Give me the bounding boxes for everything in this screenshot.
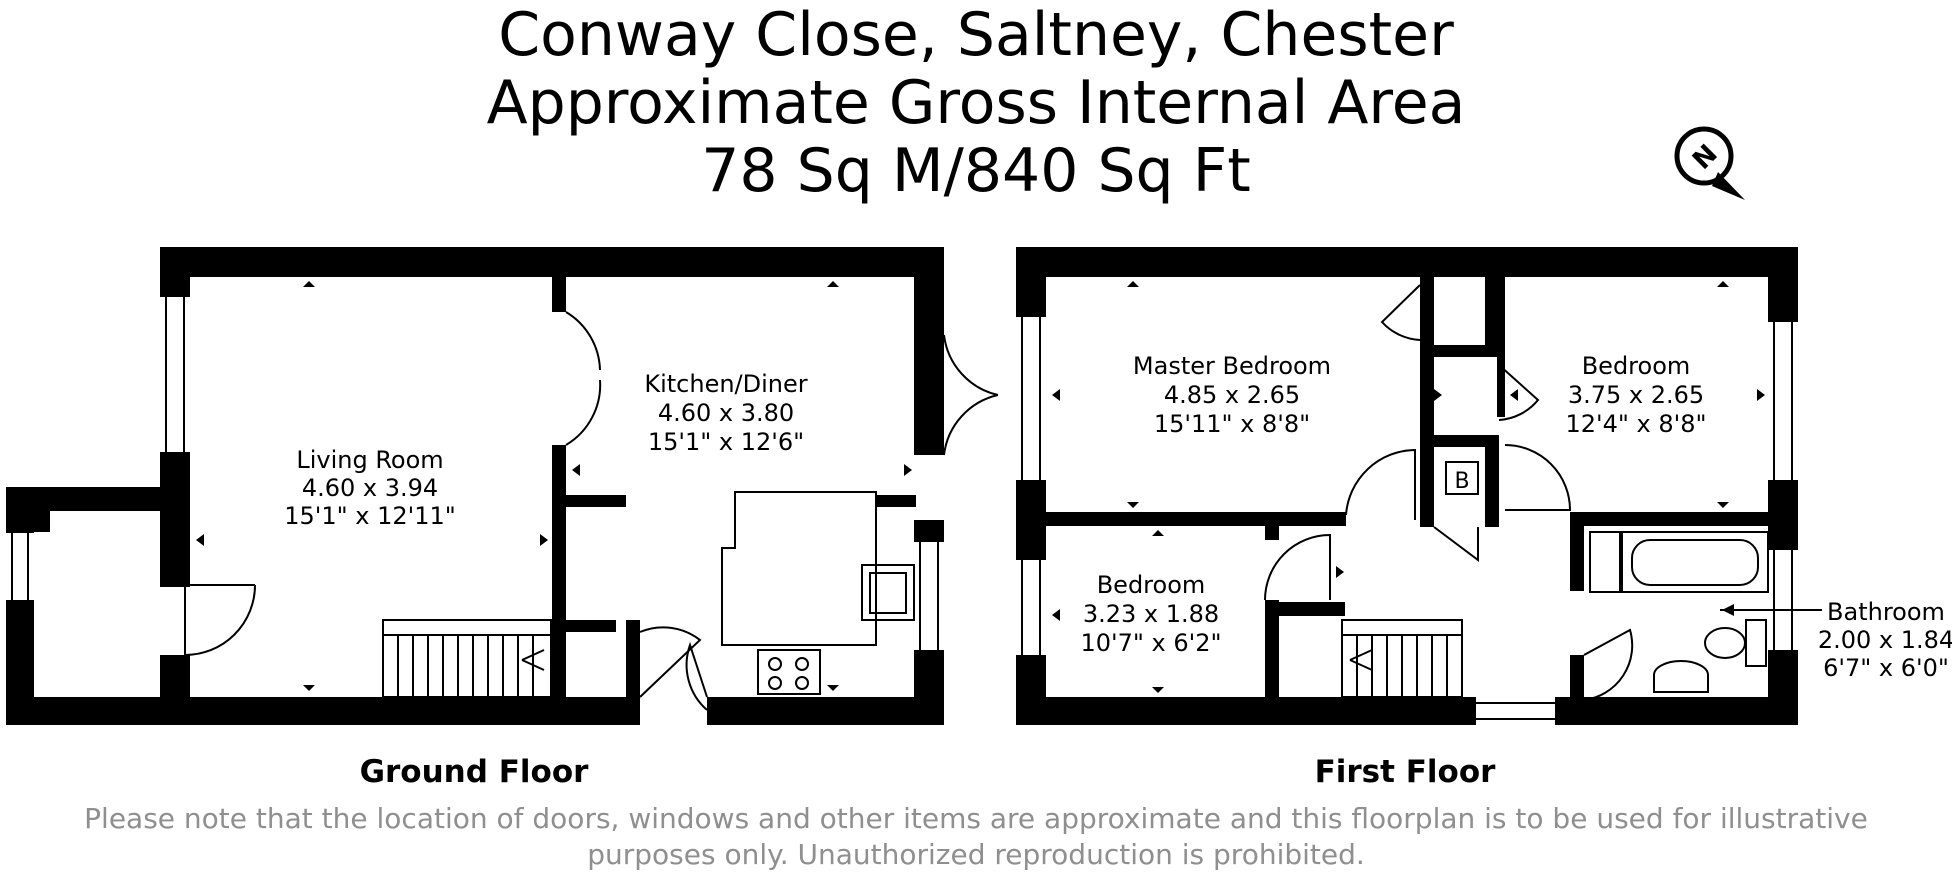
disclaimer-line-2: purposes only. Unauthorized reproduction… xyxy=(587,838,1365,871)
ground-floor-label: Ground Floor xyxy=(360,754,590,790)
disclaimer-line-1: Please note that the location of doors, … xyxy=(84,802,1868,835)
bathroom-name: Bathroom xyxy=(1827,598,1945,626)
area-label: Approximate Gross Internal Area xyxy=(486,68,1466,138)
ground-floor-plan: Living Room 4.60 x 3.94 15'1" x 12'11" K… xyxy=(6,247,999,790)
kitchen-metric: 4.60 x 3.80 xyxy=(658,399,794,427)
master-bedroom-metric: 4.85 x 2.65 xyxy=(1164,381,1300,409)
bedroom-3-metric: 3.23 x 1.88 xyxy=(1083,600,1219,628)
master-bedroom-name: Master Bedroom xyxy=(1133,352,1331,380)
compass-icon: N xyxy=(1674,126,1745,200)
bathroom-imperial: 6'7" x 6'0" xyxy=(1823,654,1949,682)
master-bedroom-imperial: 15'11" x 8'8" xyxy=(1154,410,1310,438)
living-room-imperial: 15'1" x 12'11" xyxy=(284,502,456,530)
boiler-label: B xyxy=(1454,469,1469,494)
property-address: Conway Close, Saltney, Chester xyxy=(498,0,1454,70)
kitchen-name: Kitchen/Diner xyxy=(644,370,807,398)
bedroom-3-name: Bedroom xyxy=(1097,571,1206,599)
first-floor-plan: B xyxy=(1016,247,1952,790)
living-room-metric: 4.60 x 3.94 xyxy=(302,474,438,502)
bedroom-3-imperial: 10'7" x 6'2" xyxy=(1080,629,1221,657)
area-value: 78 Sq M/840 Sq Ft xyxy=(701,136,1251,206)
first-floor-label: First Floor xyxy=(1315,754,1497,790)
bedroom-2-name: Bedroom xyxy=(1582,352,1691,380)
living-room-name: Living Room xyxy=(296,446,443,474)
bathroom-metric: 2.00 x 1.84 xyxy=(1818,626,1952,654)
kitchen-imperial: 15'1" x 12'6" xyxy=(648,428,804,456)
bedroom-2-imperial: 12'4" x 8'8" xyxy=(1565,410,1706,438)
bedroom-2-metric: 3.75 x 2.65 xyxy=(1568,381,1704,409)
compass-letter: N xyxy=(1687,139,1724,176)
